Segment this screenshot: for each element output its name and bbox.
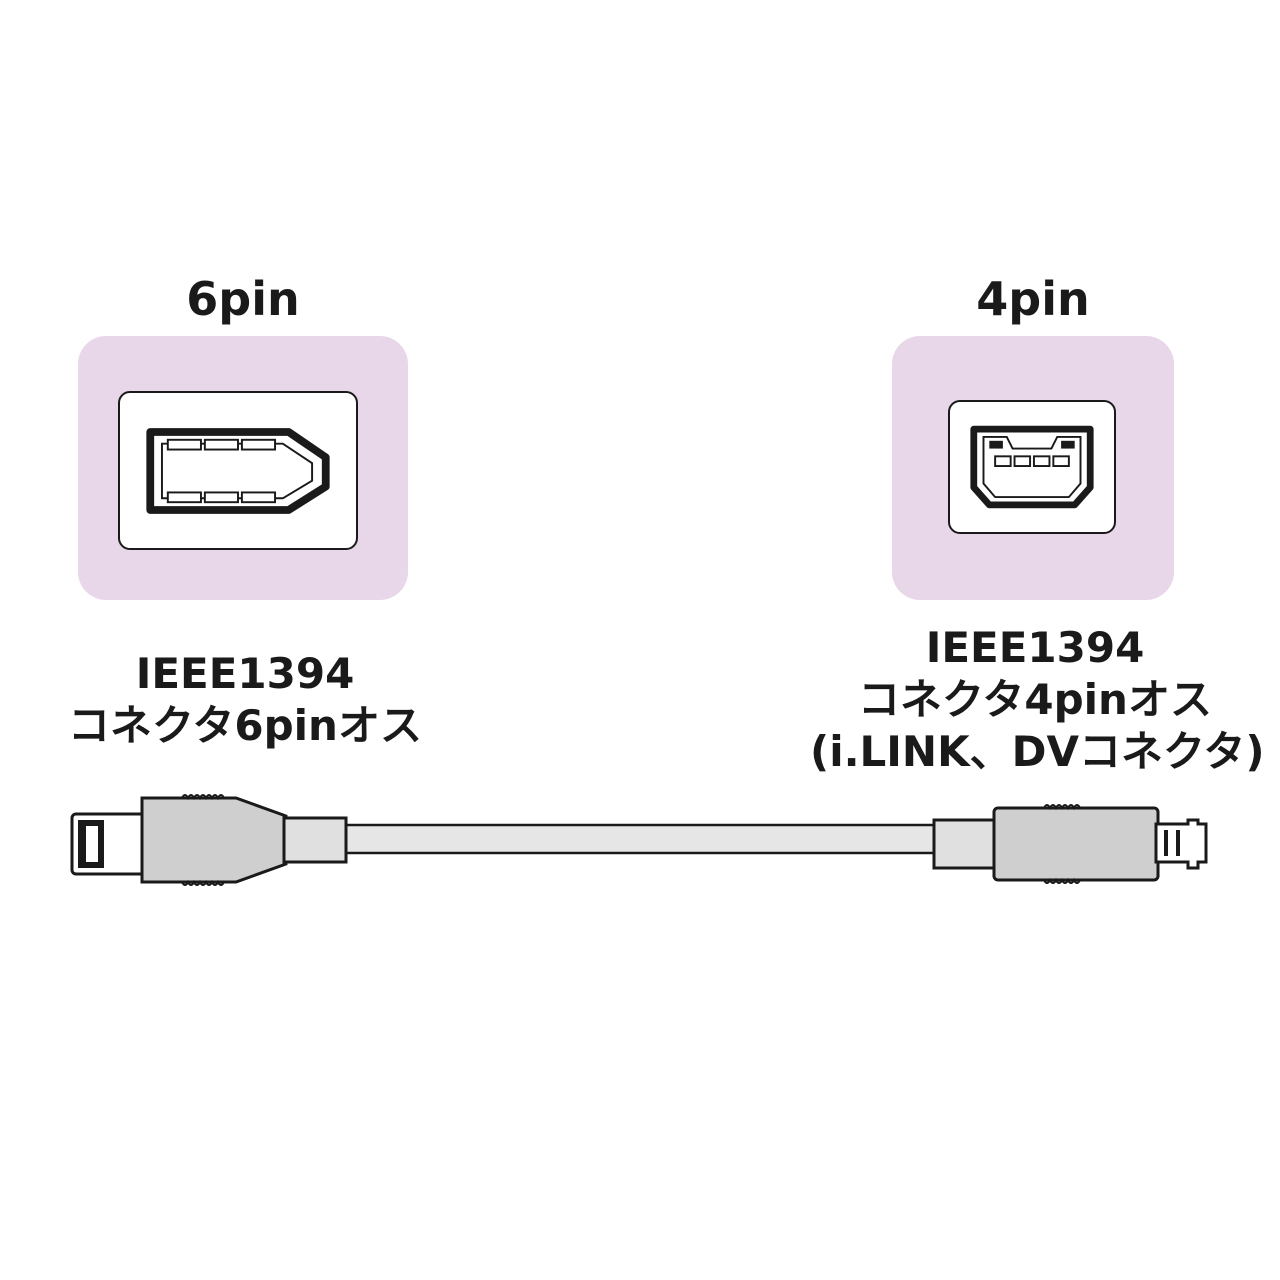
- pin-title-6pin: 6pin: [186, 272, 300, 326]
- plug-6pin-icon: [70, 794, 348, 886]
- plug-4pin-icon: [932, 804, 1208, 884]
- port-box-6pin: [118, 391, 358, 550]
- caption-6pin-line2: コネクタ6pinオス: [68, 701, 422, 750]
- port-box-4pin: [948, 400, 1116, 534]
- ieee1394-cable-icon: [70, 794, 1208, 886]
- ieee1394-4pin-port-icon: [970, 425, 1094, 509]
- pin-title-4pin: 4pin: [976, 272, 1090, 326]
- caption-4pin-line3: (i.LINK、DVコネクタ): [810, 727, 1265, 776]
- caption-4pin-line1: IEEE1394: [925, 623, 1145, 672]
- caption-4pin: IEEE1394 コネクタ4pinオス (i.LINK、DVコネクタ): [810, 622, 1265, 778]
- ieee1394-6pin-port-icon: [146, 428, 330, 514]
- caption-6pin-line1: IEEE1394: [135, 649, 355, 698]
- caption-6pin: IEEE1394 コネクタ6pinオス: [40, 648, 450, 752]
- caption-4pin-line2: コネクタ4pinオス: [858, 675, 1212, 724]
